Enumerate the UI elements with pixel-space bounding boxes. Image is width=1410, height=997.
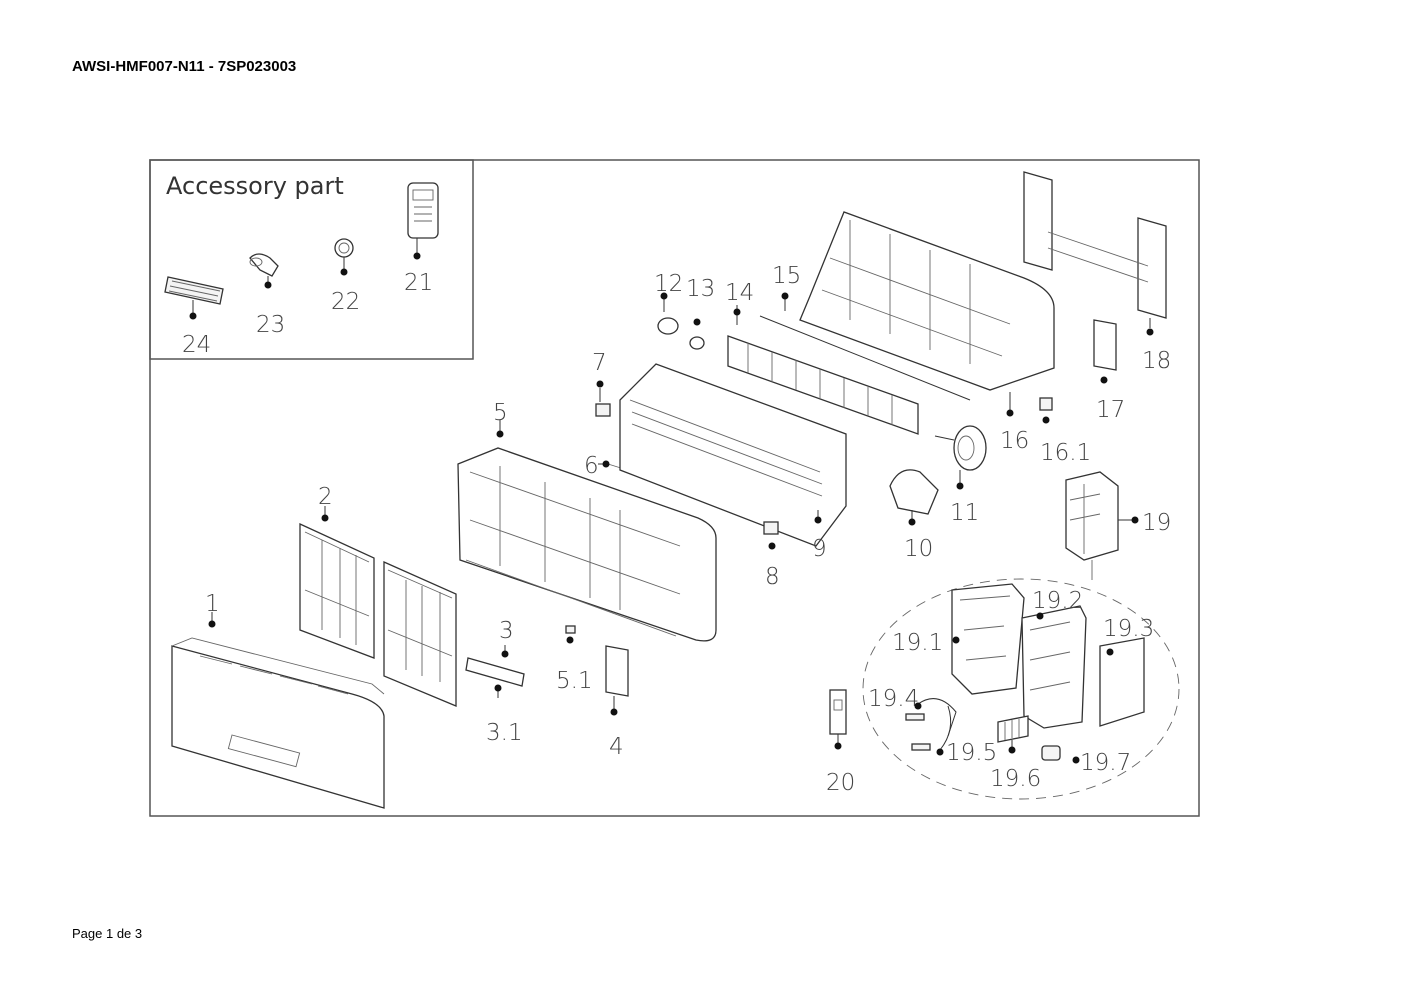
base-frame [799, 211, 1055, 417]
evaporator [619, 363, 847, 547]
label-3: 3 [499, 618, 514, 644]
label-4: 4 [609, 734, 624, 760]
label-14: 14 [725, 280, 754, 306]
cross-flow-fan [727, 305, 919, 435]
label-15: 15 [772, 263, 801, 289]
clip-part [565, 625, 576, 644]
label-16: 16 [1000, 428, 1029, 454]
label-18: 18 [1142, 348, 1171, 374]
chassis-body [457, 420, 717, 642]
label-1: 1 [205, 591, 220, 617]
label-19-1: 19.1 [892, 630, 943, 656]
label-13: 13 [686, 276, 715, 302]
mounting-plate [1023, 171, 1167, 336]
document-title: AWSI-HMF007-N11 - 7SP023003 [72, 58, 297, 75]
label-24: 24 [182, 332, 211, 358]
label-6: 6 [584, 453, 599, 479]
ring-part [334, 238, 354, 276]
label-19-5: 19.5 [946, 740, 997, 766]
remote-control [407, 182, 439, 260]
label-3-1: 3.1 [486, 720, 523, 746]
label-19: 19 [1142, 510, 1171, 536]
electric-box-detail-outline [862, 578, 1180, 800]
label-11: 11 [950, 500, 979, 526]
label-12: 12 [654, 271, 683, 297]
label-19-7: 19.7 [1080, 750, 1131, 776]
air-filter-left [299, 522, 375, 659]
label-7: 7 [592, 350, 607, 376]
drain-elbow [249, 253, 279, 289]
front-panel [171, 612, 385, 809]
label-19-3: 19.3 [1103, 616, 1154, 642]
label-19-2: 19.2 [1032, 588, 1083, 614]
terminal-block [997, 715, 1029, 754]
diagram-frame [149, 159, 1200, 817]
label-19-4: 19.4 [868, 686, 919, 712]
motor-cover [889, 469, 939, 526]
display-receiver [829, 689, 847, 750]
label-17: 17 [1096, 397, 1125, 423]
bearing-sleeve [689, 318, 705, 350]
pipe-sensor [911, 705, 952, 756]
label-22: 22 [331, 289, 360, 315]
connection-bracket [1093, 319, 1117, 384]
display-board [465, 645, 525, 698]
label-16-1: 16.1 [1040, 440, 1091, 466]
label-5-1: 5.1 [556, 668, 593, 694]
label-5: 5 [493, 400, 508, 426]
temperature-sensor [905, 698, 957, 737]
label-2: 2 [318, 484, 333, 510]
accessory-box [149, 159, 474, 360]
filter-mesh [164, 276, 224, 320]
swing-rod [759, 292, 971, 401]
page-footer: Page 1 de 3 [72, 926, 143, 941]
label-21: 21 [404, 270, 433, 296]
ferrite-core [1041, 745, 1080, 764]
accessory-box-title: Accessory part [166, 172, 344, 200]
electric-cover [605, 645, 629, 716]
label-9: 9 [812, 536, 827, 562]
air-filter-right [383, 560, 457, 707]
pipe-clamp [763, 521, 779, 550]
label-20: 20 [826, 770, 855, 796]
label-23: 23 [256, 312, 285, 338]
insulation-sheet [1099, 637, 1145, 727]
cap-part [1039, 397, 1053, 424]
label-8: 8 [765, 564, 780, 590]
electric-box [1065, 471, 1139, 580]
sensor-holder [595, 380, 611, 417]
label-19-6: 19.6 [990, 766, 1041, 792]
label-10: 10 [904, 536, 933, 562]
bearing-holder [657, 292, 679, 335]
board-housing [951, 583, 1025, 695]
fan-motor [934, 425, 987, 490]
main-pcb [1021, 605, 1087, 729]
